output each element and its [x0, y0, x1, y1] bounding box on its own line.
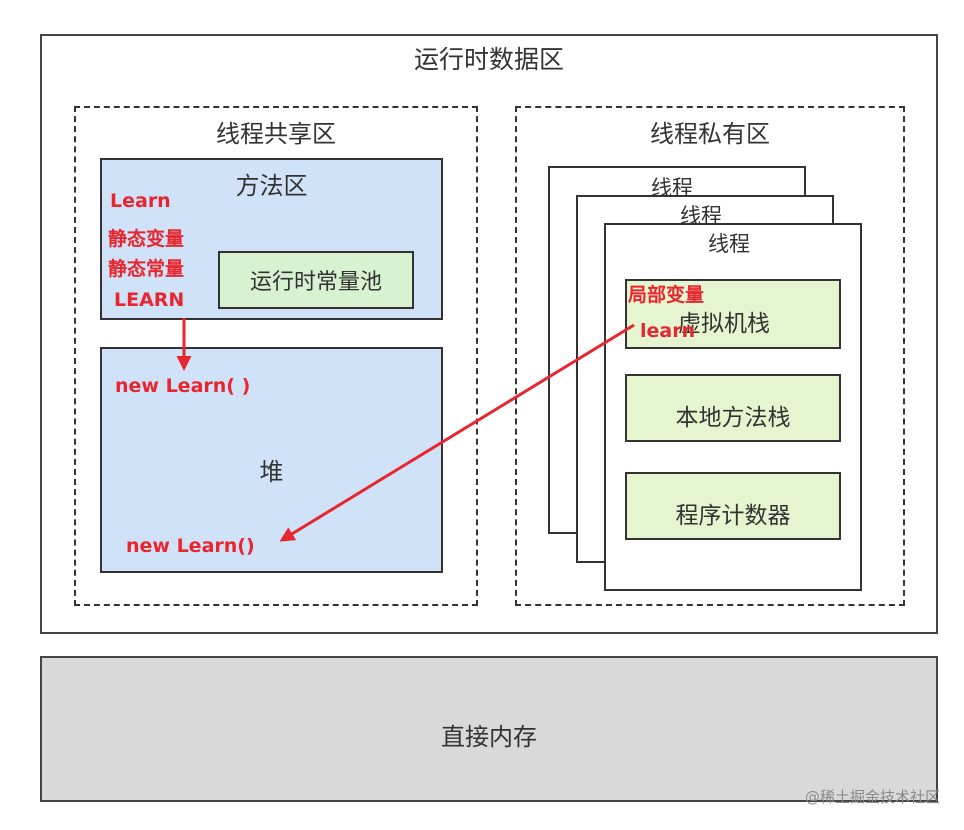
thread-private-area — [515, 106, 905, 606]
native-method-stack-label: 本地方法栈 — [675, 405, 791, 431]
program-counter — [625, 472, 841, 540]
method-annotation-class: Learn — [110, 190, 171, 212]
method-annotation-static-variable: 静态变量 — [108, 228, 185, 250]
runtime-constant-pool — [218, 251, 414, 309]
thread-private-area-title: 线程私有区 — [650, 120, 770, 148]
thread-shared-area-title: 线程共享区 — [216, 120, 336, 148]
runtime-constant-pool-label: 运行时常量池 — [249, 270, 382, 295]
method-area-title: 方法区 — [235, 172, 308, 200]
vm-stack-annotation-reference: learn — [640, 320, 696, 342]
vm-stack-label: 虚拟机栈 — [678, 311, 770, 337]
direct-memory-label: 直接内存 — [441, 723, 537, 751]
arrow-stack-to-heap — [279, 323, 635, 542]
watermark: @稀土掘金技术社区 — [804, 788, 940, 806]
vm-stack-annotation-local-variable: 局部变量 — [628, 284, 705, 306]
native-method-stack — [625, 374, 841, 442]
vm-stack — [625, 279, 841, 349]
runtime-data-area-title: 运行时数据区 — [413, 45, 564, 74]
thread-label-front: 线程 — [708, 232, 750, 256]
heap-annotation-bottom: new Learn() — [126, 535, 255, 557]
method-annotation-constant-name: LEARN — [114, 289, 185, 311]
heap-label: 堆 — [259, 458, 284, 486]
heap-area — [100, 347, 443, 573]
direct-memory — [40, 656, 938, 802]
method-annotation-static-constant: 静态常量 — [108, 258, 185, 280]
thread-shared-area — [74, 106, 478, 606]
program-counter-label: 程序计数器 — [675, 503, 791, 529]
heap-annotation-top: new Learn( ) — [115, 375, 251, 397]
